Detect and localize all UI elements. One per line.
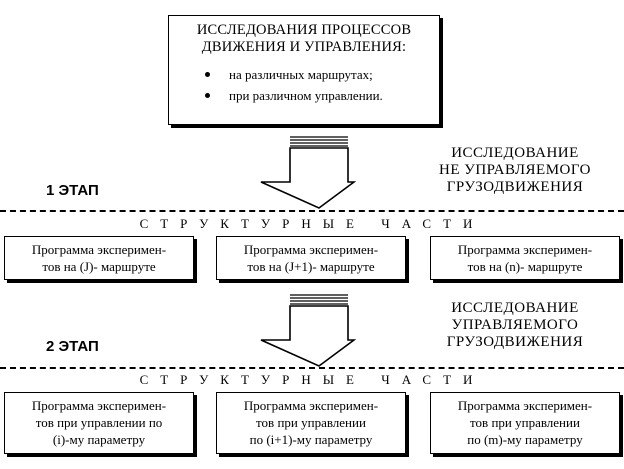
stage1-research-line-3: ГРУЗОДВИЖЕНИЯ (446, 179, 584, 195)
stage2-program-box-2: Программа эксперимен- тов при управлении… (216, 392, 406, 454)
stage2-down-arrow-icon (260, 294, 356, 367)
top-box-bullet-item-2: при различном управлении. (205, 85, 383, 106)
stage2-program-text-2: Программа эксперимен- тов при управлении… (217, 397, 405, 448)
bullet-dot-icon (205, 93, 210, 98)
stage1-program-text-1: Программа эксперимен- тов на (J)- маршру… (5, 241, 193, 275)
stage2-program-box-1: Программа эксперимен- тов при управлении… (4, 392, 194, 454)
stage2-program-1-line-1: Программа эксперимен- (31, 398, 167, 413)
stage2-program-2-line-3: по (i+1)-му параметру (249, 432, 373, 447)
stage1-research-line-2: НЕ УПРАВЛЯЕМОГО (438, 162, 592, 178)
stage2-structure-label: СТРУКТУРНЫЕ ЧАСТИ (139, 372, 485, 387)
stage1-down-arrow-icon (260, 136, 356, 209)
stage2-research-title: ИССЛЕДОВАНИЕ УПРАВЛЯЕМОГО ГРУЗОДВИЖЕНИЯ (420, 300, 610, 351)
stage1-program-1-line-2: тов на (J)- маршруте (42, 259, 156, 274)
stage1-divider (0, 210, 624, 212)
stage1-program-text-3: Программа эксперимен- тов на (n)- маршру… (431, 241, 619, 275)
top-research-box: ИССЛЕДОВАНИЯ ПРОЦЕССОВ ДВИЖЕНИЯ И УПРАВЛ… (168, 15, 440, 125)
stage1-program-3-line-1: Программа эксперимен- (457, 242, 593, 257)
top-box-bullet-text-2: при различном управлении. (229, 88, 383, 103)
top-box-bullet-item-1: на различных маршрутах; (205, 64, 383, 85)
stage2-program-2-line-1: Программа эксперимен- (243, 398, 379, 413)
top-box-title: ИССЛЕДОВАНИЯ ПРОЦЕССОВ ДВИЖЕНИЯ И УПРАВЛ… (169, 22, 439, 56)
stage1-program-box-3: Программа эксперимен- тов на (n)- маршру… (430, 236, 620, 280)
stage2-research-line-2: УПРАВЛЯЕМОГО (451, 317, 579, 333)
top-box-bullet-list: на различных маршрутах; при различном уп… (205, 64, 383, 106)
top-box-bullet-text-1: на различных маршрутах; (229, 67, 373, 82)
stage2-program-3-line-1: Программа эксперимен- (457, 398, 593, 413)
stage2-divider (0, 367, 624, 369)
stage2-program-text-1: Программа эксперимен- тов при управлении… (5, 397, 193, 448)
top-box-title-line-2: ДВИЖЕНИЯ И УПРАВЛЕНИЯ: (201, 39, 407, 55)
stage2-program-3-line-3: по (m)-му параметру (467, 432, 583, 447)
stage2-program-1-line-2: тов при управлении по (35, 415, 163, 430)
stage2-research-line-1: ИССЛЕДОВАНИЕ (451, 300, 579, 316)
stage2-label: 2 ЭТАП (46, 338, 99, 355)
stage2-program-1-line-3: (i)-му параметру (52, 432, 146, 447)
stage1-program-3-line-2: тов на (n)- маршруте (467, 259, 583, 274)
top-box-title-line-1: ИССЛЕДОВАНИЯ ПРОЦЕССОВ (196, 22, 412, 38)
stage2-program-text-3: Программа эксперимен- тов при управлении… (431, 397, 619, 448)
stage2-research-line-3: ГРУЗОДВИЖЕНИЯ (446, 334, 584, 350)
stage1-program-1-line-1: Программа эксперимен- (31, 242, 167, 257)
stage1-program-box-2: Программа эксперимен- тов на (J+1)- марш… (216, 236, 406, 280)
stage1-program-box-1: Программа эксперимен- тов на (J)- маршру… (4, 236, 194, 280)
stage1-label: 1 ЭТАП (46, 182, 99, 199)
stage1-program-2-line-2: тов на (J+1)- маршруте (247, 259, 375, 274)
stage2-program-3-line-2: тов при управлении (470, 415, 580, 430)
stage1-research-line-1: ИССЛЕДОВАНИЕ (451, 145, 579, 161)
stage2-program-box-3: Программа эксперимен- тов при управлении… (430, 392, 620, 454)
stage2-program-2-line-2: тов при управлении (256, 415, 366, 430)
bullet-dot-icon (205, 72, 210, 77)
stage1-research-title: ИССЛЕДОВАНИЕ НЕ УПРАВЛЯЕМОГО ГРУЗОДВИЖЕН… (420, 145, 610, 196)
stage1-program-text-2: Программа эксперимен- тов на (J+1)- марш… (217, 241, 405, 275)
stage1-program-2-line-1: Программа эксперимен- (243, 242, 379, 257)
stage1-structure-label: СТРУКТУРНЫЕ ЧАСТИ (139, 216, 485, 231)
